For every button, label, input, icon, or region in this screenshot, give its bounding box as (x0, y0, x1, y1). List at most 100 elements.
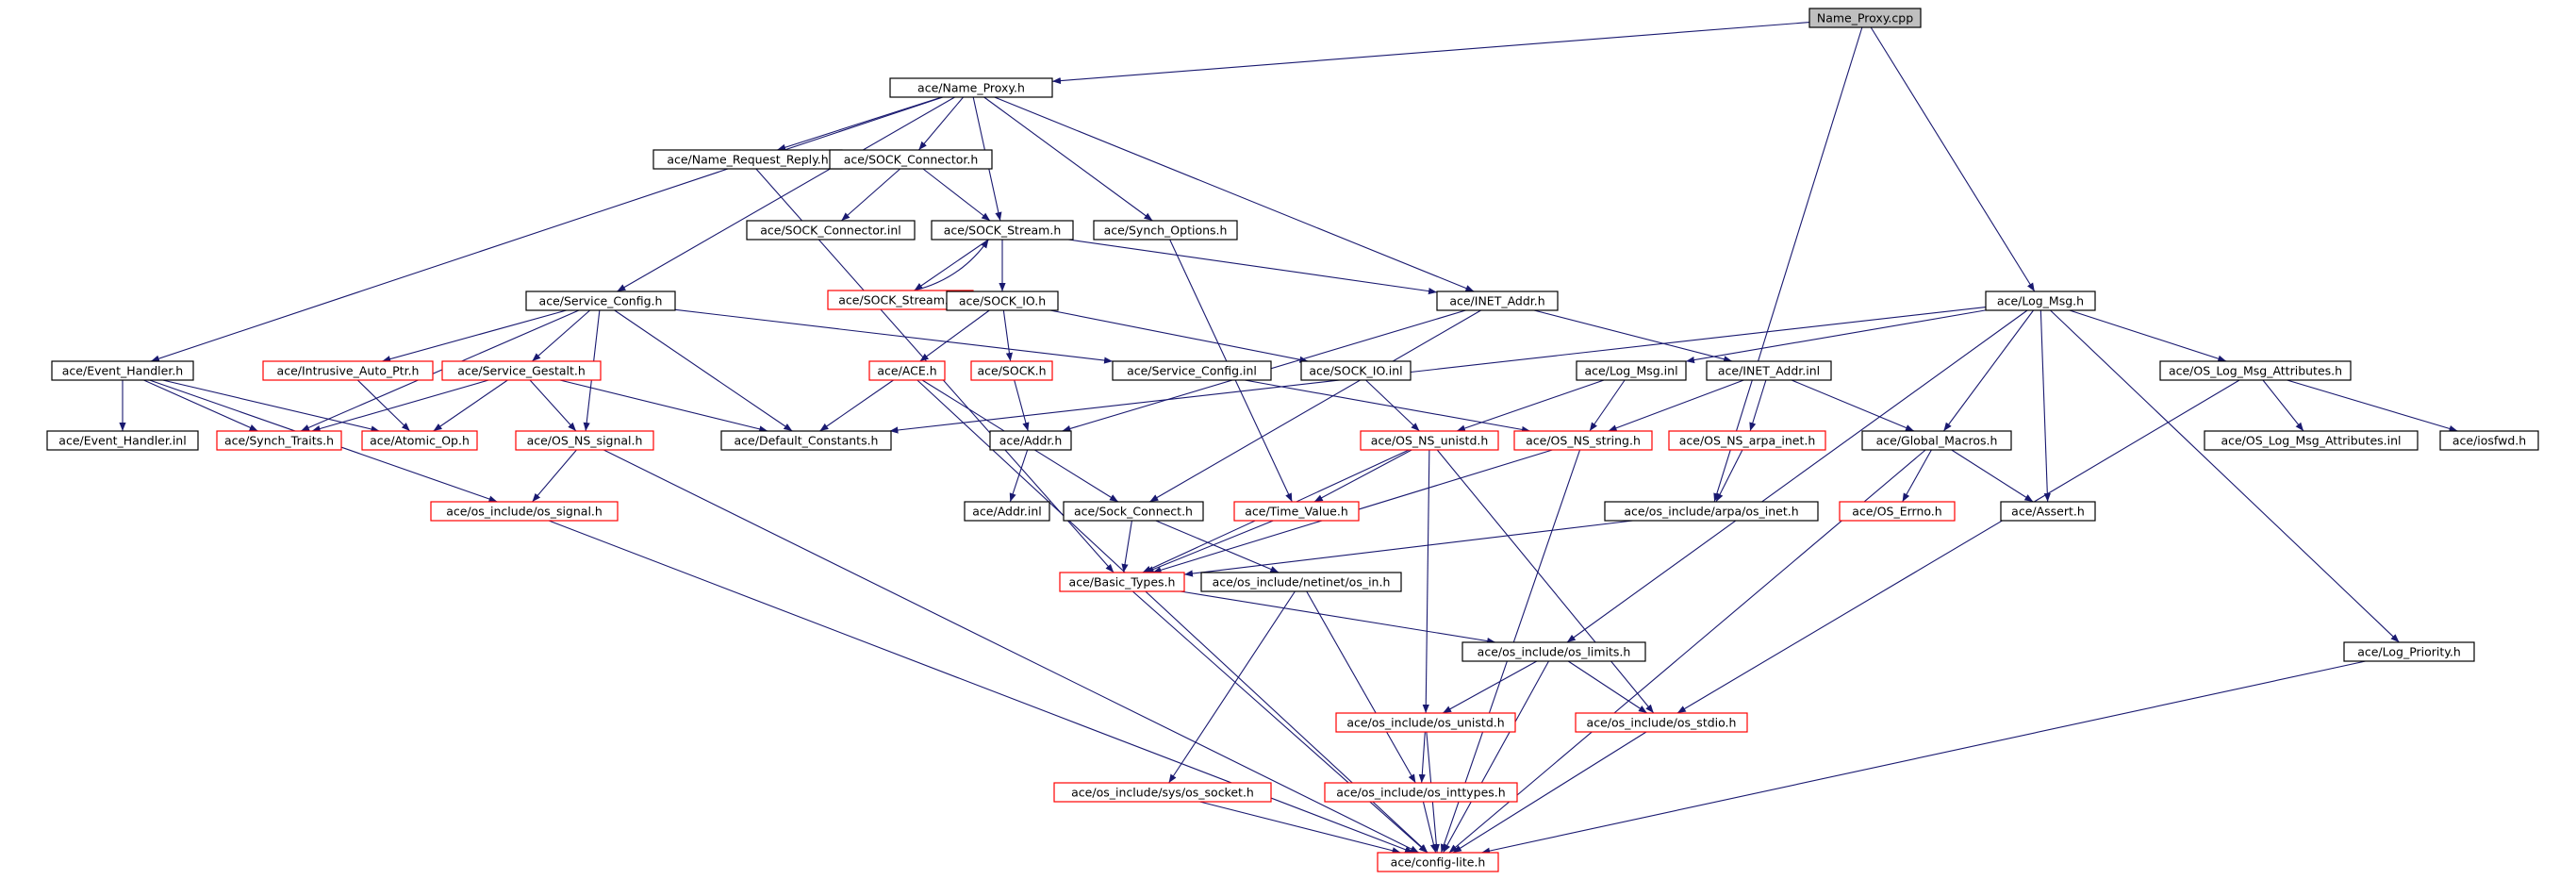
edge-log_msg_h-to-default_constants_h (889, 307, 1987, 434)
node-label: ace/os_include/os_unistd.h (1346, 716, 1504, 730)
node-box (931, 220, 1074, 241)
node-sock-stream-h[interactable]: ace/SOCK_Stream.h (931, 220, 1074, 241)
node-sock-connect-h[interactable]: ace/Sock_Connect.h (1063, 501, 1204, 522)
node-event-handler-inl[interactable]: ace/Event_Handler.inl (46, 430, 199, 451)
edge-os_ns_signal_h-to-os_include_os_signal_h (532, 449, 577, 503)
node-os-include-os-signal-h[interactable]: ace/os_include/os_signal.h (430, 501, 619, 522)
node-name-proxy-h[interactable]: ace/Name_Proxy.h (889, 77, 1053, 98)
node-os-log-msg-attributes-inl[interactable]: ace/OS_Log_Msg_Attributes.inl (2204, 430, 2419, 451)
node-box (1377, 852, 1499, 872)
node-box (1112, 360, 1272, 381)
node-label: ace/OS_NS_string.h (1526, 434, 1641, 448)
edge-service_config_h-to-intrusive_auto_ptr_h (382, 309, 567, 363)
node-box (525, 291, 676, 311)
edge-service_gestalt_h-to-os_ns_signal_h (529, 379, 577, 432)
edge-os_include_netinet_os_in_h-to-os_include_sys_os_socket_h (1168, 590, 1296, 784)
node-service-config-inl[interactable]: ace/Service_Config.inl (1112, 360, 1272, 381)
edge-service_gestalt_h-to-atomic_op_h (433, 379, 508, 432)
node-label: ace/SOCK_IO.inl (1309, 364, 1402, 378)
node-sock-io-h[interactable]: ace/SOCK_IO.h (946, 291, 1059, 311)
node-label: ace/SOCK.h (977, 364, 1046, 378)
node-assert-h[interactable]: ace/Assert.h (2000, 501, 2096, 522)
node-os-log-msg-attributes-h[interactable]: ace/OS_Log_Msg_Attributes.h (2159, 360, 2352, 381)
node-os-ns-string-h[interactable]: ace/OS_NS_string.h (1513, 430, 1653, 451)
node-synch-traits-h[interactable]: ace/Synch_Traits.h (216, 430, 342, 451)
edge-os_include_os_unistd_h-to-os_include_os_inttypes_h (1418, 731, 1426, 784)
node-label: ace/Synch_Traits.h (224, 434, 334, 448)
node-os-include-os-unistd-h[interactable]: ace/os_include/os_unistd.h (1335, 712, 1516, 733)
node-name-request-reply-h[interactable]: ace/Name_Request_Reply.h (652, 149, 843, 170)
edge-root-to-name_proxy_h (1051, 22, 1810, 85)
node-os-include-os-inttypes-h[interactable]: ace/os_include/os_inttypes.h (1324, 782, 1518, 803)
edge-os_include_sys_os_socket_h-to-config_lite_h (1199, 801, 1401, 855)
node-basic-types-h[interactable]: ace/Basic_Types.h (1059, 572, 1185, 592)
node-os-ns-unistd-h[interactable]: ace/OS_NS_unistd.h (1360, 430, 1499, 451)
node-label: ace/Service_Gestalt.h (457, 364, 586, 378)
node-log-priority-h[interactable]: ace/Log_Priority.h (2343, 641, 2475, 662)
node-sock-connector-inl[interactable]: ace/SOCK_Connector.inl (746, 220, 916, 241)
node-inet-addr-inl[interactable]: ace/INET_Addr.inl (1706, 360, 1832, 381)
edge-sock_connector_h-to-sock_connector_inl (840, 168, 901, 222)
node-os-include-os-limits-h[interactable]: ace/os_include/os_limits.h (1461, 641, 1646, 662)
node-sock-connector-h[interactable]: ace/SOCK_Connector.h (829, 149, 993, 170)
node-service-config-h[interactable]: ace/Service_Config.h (525, 291, 676, 311)
edge-ace_h-to-config_lite_h (916, 379, 1428, 854)
node-log-msg-h[interactable]: ace/Log_Msg.h (1985, 291, 2096, 311)
edge-os_include_arpa_os_inet_h-to-basic_types_h (1183, 520, 1633, 577)
edge-os_ns_unistd_h-to-time_value_h (1313, 449, 1412, 503)
node-label: ace/ACE.h (877, 364, 936, 378)
node-os-errno-h[interactable]: ace/OS_Errno.h (1839, 501, 1956, 522)
node-label: ace/OS_NS_arpa_inet.h (1679, 434, 1816, 448)
node-default-constants-h[interactable]: ace/Default_Constants.h (720, 430, 892, 451)
node-sock-stream-inl[interactable]: ace/SOCK_Stream.inl (827, 290, 974, 310)
node-atomic-op-h[interactable]: ace/Atomic_Op.h (361, 430, 478, 451)
node-os-include-arpa-os-inet-h[interactable]: ace/os_include/arpa/os_inet.h (1604, 501, 1819, 522)
node-addr-inl[interactable]: ace/Addr.inl (964, 501, 1050, 522)
node-label: ace/Time_Value.h (1245, 505, 1348, 519)
node-synch-options-h[interactable]: ace/Synch_Options.h (1093, 220, 1238, 241)
node-box (51, 360, 194, 381)
node-service-gestalt-h[interactable]: ace/Service_Gestalt.h (441, 360, 602, 381)
node-label: ace/Service_Config.h (539, 294, 663, 308)
edge-os_include_os_signal_h-to-config_lite_h (548, 520, 1414, 854)
node-label: ace/iosfwd.h (2452, 434, 2526, 448)
node-label: ace/SOCK_Stream.inl (838, 293, 962, 307)
node-box (1233, 501, 1360, 522)
node-ace-h[interactable]: ace/ACE.h (868, 360, 946, 381)
node-addr-h[interactable]: ace/Addr.h (989, 430, 1072, 451)
node-label: ace/OS_Errno.h (1852, 505, 1941, 519)
node-iosfwd-h[interactable]: ace/iosfwd.h (2439, 430, 2539, 451)
node-time-value-h[interactable]: ace/Time_Value.h (1233, 501, 1360, 522)
edge-os_log_msg_attributes_h-to-os_log_msg_attributes_inl (2262, 379, 2304, 432)
node-box (720, 430, 892, 451)
node-os-include-os-stdio-h[interactable]: ace/os_include/os_stdio.h (1575, 712, 1748, 733)
node-inet-addr-h[interactable]: ace/INET_Addr.h (1436, 291, 1559, 311)
node-global-macros-h[interactable]: ace/Global_Macros.h (1861, 430, 2012, 451)
node-os-include-netinet-os-in-h[interactable]: ace/os_include/netinet/os_in.h (1200, 572, 1402, 592)
node-box (1808, 8, 1922, 28)
node-sock-io-inl[interactable]: ace/SOCK_IO.inl (1300, 360, 1412, 381)
node-label: ace/Default_Constants.h (735, 434, 879, 448)
node-log-msg-inl[interactable]: ace/Log_Msg.inl (1576, 360, 1687, 381)
edge-sock_connect_h-to-basic_types_h (1121, 520, 1132, 573)
node-box (964, 501, 1050, 522)
node-intrusive-auto-ptr-h[interactable]: ace/Intrusive_Auto_Ptr.h (262, 360, 434, 381)
node-event-handler-h[interactable]: ace/Event_Handler.h (51, 360, 194, 381)
node-label: ace/Addr.inl (972, 505, 1041, 519)
node-sock-h[interactable]: ace/SOCK.h (970, 360, 1053, 381)
node-label: ace/Global_Macros.h (1876, 434, 1998, 448)
edge-inet_addr_h-to-sock_connect_h (1149, 309, 1481, 503)
node-os-include-sys-os-socket-h[interactable]: ace/os_include/sys/os_socket.h (1053, 782, 1272, 803)
node-os-ns-arpa-inet-h[interactable]: ace/OS_NS_arpa_inet.h (1668, 430, 1826, 451)
node-label: ace/SOCK_Connector.h (844, 153, 979, 167)
node-box (2204, 430, 2419, 451)
node-os-ns-signal-h[interactable]: ace/OS_NS_signal.h (515, 430, 654, 451)
edge-basic_types_h-to-os_include_os_limits_h (1180, 590, 1496, 645)
node-config-lite-h[interactable]: ace/config-lite.h (1377, 852, 1499, 872)
edge-log_msg_h-to-assert_h (2039, 309, 2051, 503)
node-label: ace/os_include/os_limits.h (1478, 645, 1631, 659)
node-box (829, 149, 993, 170)
node-label: ace/Name_Request_Reply.h (667, 153, 828, 167)
edge-sock_stream_h-to-sock_stream_inl (914, 239, 989, 291)
